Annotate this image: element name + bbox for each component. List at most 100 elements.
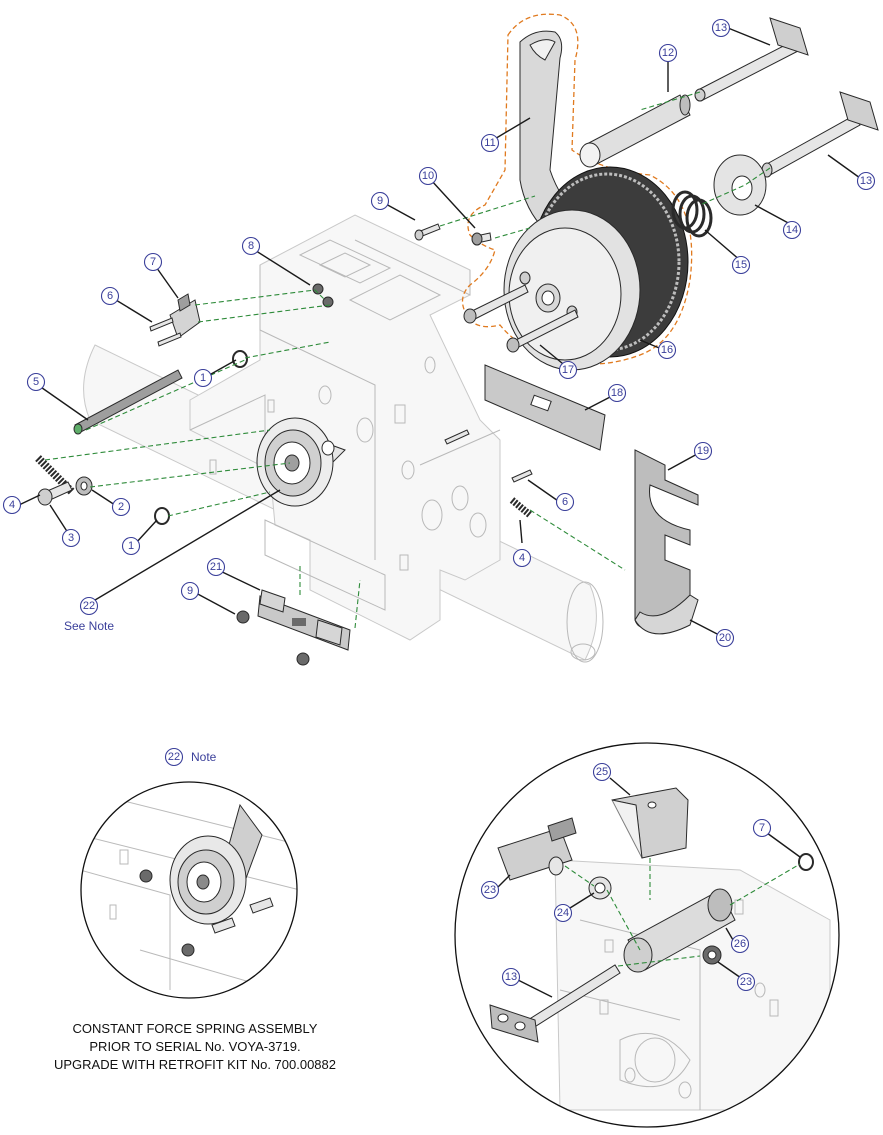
callout-15[interactable]: 15: [731, 255, 751, 275]
coil-spring: [671, 190, 713, 238]
callout-13-label: 13: [505, 971, 517, 983]
shaft-tube: [579, 94, 691, 168]
callout-26-label: 26: [734, 938, 746, 950]
callout-8[interactable]: 8: [241, 236, 261, 256]
callout-15-label: 15: [735, 259, 747, 271]
retaining-ring-upper: [232, 350, 248, 368]
callout-7-detail[interactable]: 7: [752, 818, 772, 838]
axle-lower: [761, 91, 879, 178]
callout-24-label: 24: [557, 907, 569, 919]
screw-10: [471, 232, 492, 246]
callout-2-label: 2: [118, 501, 124, 513]
callout-16-label: 16: [661, 344, 673, 356]
callout-6-right[interactable]: 6: [555, 492, 575, 512]
callout-23-nut[interactable]: 23: [736, 972, 756, 992]
callout-4-left[interactable]: 4: [2, 495, 22, 515]
callout-3[interactable]: 3: [61, 528, 81, 548]
callout-1-lower[interactable]: 1: [121, 536, 141, 556]
detail-circle-switch-assembly: [454, 742, 840, 1128]
callout-11-label: 11: [484, 137, 495, 149]
retaining-ring-lower: [154, 507, 170, 525]
callout-17[interactable]: 17: [558, 360, 578, 380]
callout-22-main[interactable]: 22: [79, 596, 99, 616]
callout-4-right[interactable]: 4: [512, 548, 532, 568]
callout-22-note[interactable]: 22: [164, 747, 184, 767]
callout-21-label: 21: [210, 561, 222, 573]
callout-1-upper[interactable]: 1: [193, 368, 213, 388]
callout-26[interactable]: 26: [730, 934, 750, 954]
callout-24[interactable]: 24: [553, 903, 573, 923]
callout-20[interactable]: 20: [715, 628, 735, 648]
axle-upper: [694, 17, 809, 102]
clevis-pin: [37, 481, 73, 506]
callout-5-label: 5: [33, 376, 39, 388]
callout-19[interactable]: 19: [693, 441, 713, 461]
callout-6-label: 6: [107, 290, 113, 302]
callout-14-label: 14: [786, 224, 798, 236]
callout-7-label: 7: [759, 822, 765, 834]
callout-23-switch[interactable]: 23: [480, 880, 500, 900]
detail-caption: CONSTANT FORCE SPRING ASSEMBLY PRIOR TO …: [40, 1020, 350, 1074]
callout-1-label: 1: [128, 540, 134, 552]
callout-20-label: 20: [719, 632, 731, 644]
callout-9-upper[interactable]: 9: [370, 191, 390, 211]
detail-circle-constant-force-spring: [80, 781, 298, 999]
callout-13-detail[interactable]: 13: [501, 967, 521, 987]
callout-7-main[interactable]: 7: [143, 252, 163, 272]
screw-6-lower: [511, 469, 533, 483]
callout-12-label: 12: [662, 47, 674, 59]
screw-9-upper: [414, 223, 441, 241]
callout-13-label: 13: [860, 175, 872, 187]
callout-9-label: 9: [377, 195, 383, 207]
note-label: Note: [191, 750, 217, 764]
callout-23-label: 23: [484, 884, 496, 896]
callout-4-label: 4: [519, 552, 525, 564]
lever-handle: [519, 30, 581, 231]
spacer: [75, 476, 93, 496]
callout-13-label: 13: [715, 22, 727, 34]
extension-spring-right: [509, 497, 533, 518]
callout-1-label: 1: [200, 372, 206, 384]
drum-pins: [463, 284, 579, 353]
callout-9-lower[interactable]: 9: [180, 581, 200, 601]
callout-10[interactable]: 10: [418, 166, 438, 186]
callout-14[interactable]: 14: [782, 220, 802, 240]
nut-9-lower: [236, 610, 250, 624]
callout-16[interactable]: 16: [657, 340, 677, 360]
callout-12[interactable]: 12: [658, 43, 678, 63]
callout-11[interactable]: 11: [480, 133, 500, 153]
callout-18-label: 18: [611, 387, 623, 399]
caption-line-2: PRIOR TO SERIAL No. VOYA-3719.: [89, 1039, 301, 1054]
callout-4-label: 4: [9, 499, 15, 511]
callout-18[interactable]: 18: [607, 383, 627, 403]
frame-plate: [189, 214, 501, 641]
callout-6-left[interactable]: 6: [100, 286, 120, 306]
callout-13-top[interactable]: 13: [711, 18, 731, 38]
callout-21[interactable]: 21: [206, 557, 226, 577]
callout-17-label: 17: [562, 364, 574, 376]
caption-line-3: UPGRADE WITH RETROFIT KIT No. 700.00882: [54, 1057, 336, 1072]
constant-force-pulley: [256, 417, 346, 507]
callout-23-label: 23: [740, 976, 752, 988]
callout-6-label: 6: [562, 496, 568, 508]
caption-line-1: CONSTANT FORCE SPRING ASSEMBLY: [72, 1021, 318, 1036]
callout-9-label: 9: [187, 585, 193, 597]
nut-bottom: [296, 652, 310, 666]
assembly-dashed-leaders: [44, 91, 771, 629]
cam-bracket: [634, 449, 699, 635]
see-note-label: See Note: [64, 619, 114, 633]
sensor-bracket: [257, 589, 351, 651]
callout-10-label: 10: [422, 170, 434, 182]
callout-3-label: 3: [68, 532, 74, 544]
screw-mid: [444, 429, 470, 445]
callout-13-right[interactable]: 13: [856, 171, 876, 191]
callout-25[interactable]: 25: [592, 762, 612, 782]
note-22-header: 22 Note: [164, 747, 217, 767]
callout-5[interactable]: 5: [26, 372, 46, 392]
callout-7-label: 7: [150, 256, 156, 268]
callout-2[interactable]: 2: [111, 497, 131, 517]
callout-19-label: 19: [697, 445, 709, 457]
limit-switch-upper: [149, 293, 201, 347]
nuts-8: [312, 283, 334, 308]
